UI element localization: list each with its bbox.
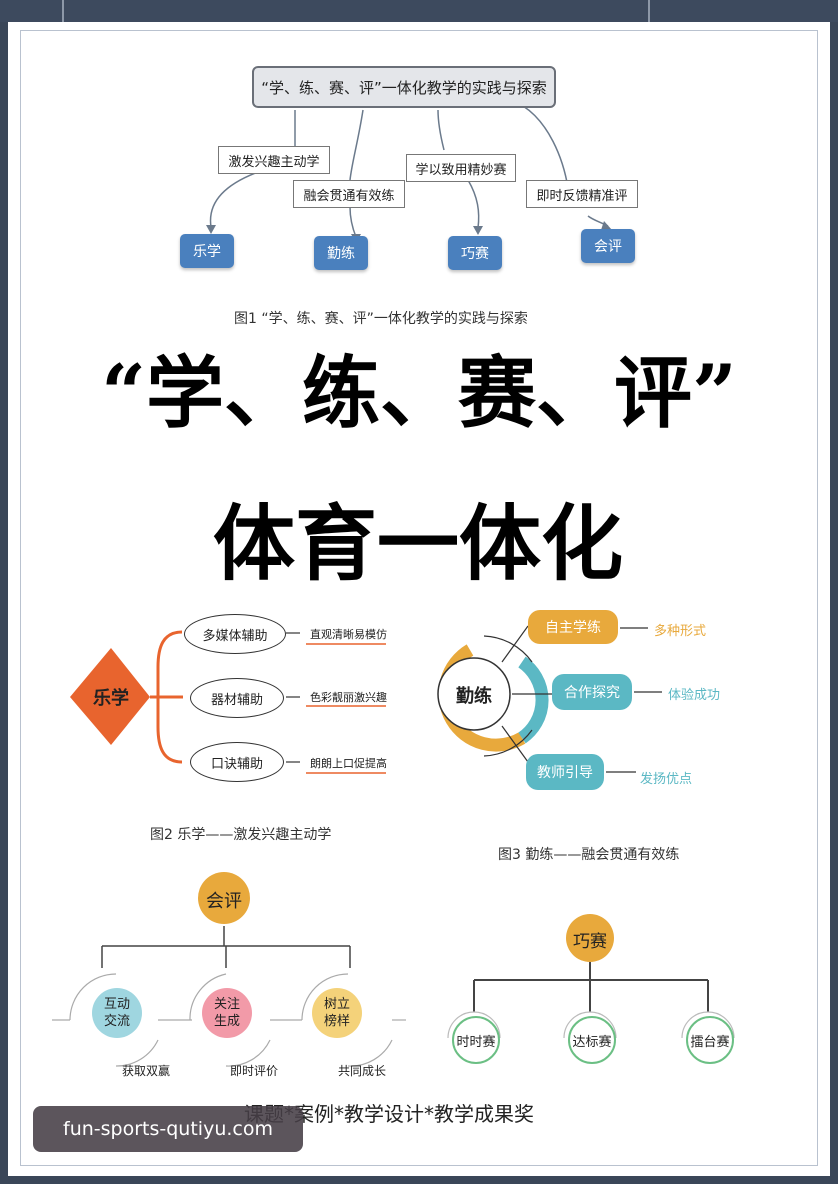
figure1-label-compete: 学以致用精妙赛 — [406, 154, 516, 182]
page-subtitle: 体育一体化 — [212, 496, 623, 592]
figure3-caption: 图3 勤练——融会贯通有效练 — [498, 847, 680, 863]
figure2-center-label: 乐学 — [93, 688, 129, 709]
figure1-label-evaluate: 即时反馈精准评 — [526, 180, 638, 208]
divider — [648, 0, 650, 22]
figure4-leaf: 即时评价 — [230, 1064, 279, 1078]
top-bar — [0, 0, 838, 22]
figure1-target-huiping: 会评 — [581, 229, 635, 263]
figure4-leaf: 获取双赢 — [122, 1064, 171, 1078]
figure5-root-circle — [566, 914, 614, 962]
arrow-head — [601, 221, 612, 230]
figure5-node: 擂台赛 — [686, 1016, 734, 1064]
figure3-leaf: 体验成功 — [668, 688, 721, 703]
figure3-leaf: 发扬优点 — [640, 772, 693, 787]
figure1-target-lexue: 乐学 — [180, 234, 234, 268]
figure3-connectors — [437, 625, 662, 773]
figure3-node-coop: 合作探究 — [552, 674, 632, 710]
figure1-target-qiaosai: 巧赛 — [448, 236, 502, 270]
figure5-node: 达标赛 — [568, 1016, 616, 1064]
figure4-root-label: 会评 — [206, 891, 242, 912]
figure4-node-interact: 互动交流 — [92, 988, 142, 1038]
arrow-head — [206, 225, 216, 234]
arrow-head — [473, 226, 483, 235]
figure5-root-label: 巧赛 — [573, 932, 607, 952]
figure4-node-focus: 关注生成 — [202, 988, 252, 1038]
figure5-connectors — [447, 914, 735, 1039]
figure4-node-model: 树立榜样 — [312, 988, 362, 1038]
figure1-label-practice: 融会贯通有效练 — [293, 180, 405, 208]
figure3-node-self: 自主学练 — [528, 610, 618, 644]
figure5-node: 时时赛 — [452, 1016, 500, 1064]
figure2-leaf: 朗朗上口促提高 — [310, 757, 387, 770]
footer-text: 课题*案例*教学设计*教学成果奖 — [244, 1102, 534, 1126]
figure4-root-circle — [198, 872, 250, 924]
figure1-root-box: “学、练、赛、评”一体化教学的实践与探索 — [252, 66, 556, 108]
figure1-target-qinlian: 勤练 — [314, 236, 368, 270]
watermark-badge: fun-sports-qutiyu.com — [33, 1106, 303, 1152]
figure2-connectors — [70, 630, 386, 774]
figure4-leaf: 共同成长 — [338, 1064, 387, 1078]
figure2-node-rhyme: 口诀辅助 — [190, 742, 284, 782]
poster-page: “学、练、赛、评”一体化教学的实践与探索 激发兴趣主动学 融会贯通有效练 学以致… — [8, 22, 830, 1176]
page-title: “学、练、赛、评” — [101, 348, 737, 439]
figure2-diamond — [70, 648, 150, 745]
figure2-caption: 图2 乐学——激发兴趣主动学 — [150, 827, 332, 843]
figure2-node-multimedia: 多媒体辅助 — [184, 614, 286, 654]
figure1-label-learn: 激发兴趣主动学 — [218, 146, 330, 174]
page-frame — [20, 30, 818, 1166]
figure4-connectors — [52, 872, 406, 1067]
figure2-leaf: 色彩靓丽激兴趣 — [310, 691, 387, 704]
figure3-center-label: 勤练 — [456, 686, 492, 707]
figure3-leaf: 多种形式 — [654, 624, 707, 639]
figure2-leaf: 直观清晰易模仿 — [310, 628, 387, 641]
figure2-node-equipment: 器材辅助 — [190, 678, 284, 718]
divider — [62, 0, 64, 22]
figure3-node-teacher: 教师引导 — [526, 754, 604, 790]
figure1-caption: 图1 “学、练、赛、评”一体化教学的实践与探索 — [234, 311, 528, 327]
